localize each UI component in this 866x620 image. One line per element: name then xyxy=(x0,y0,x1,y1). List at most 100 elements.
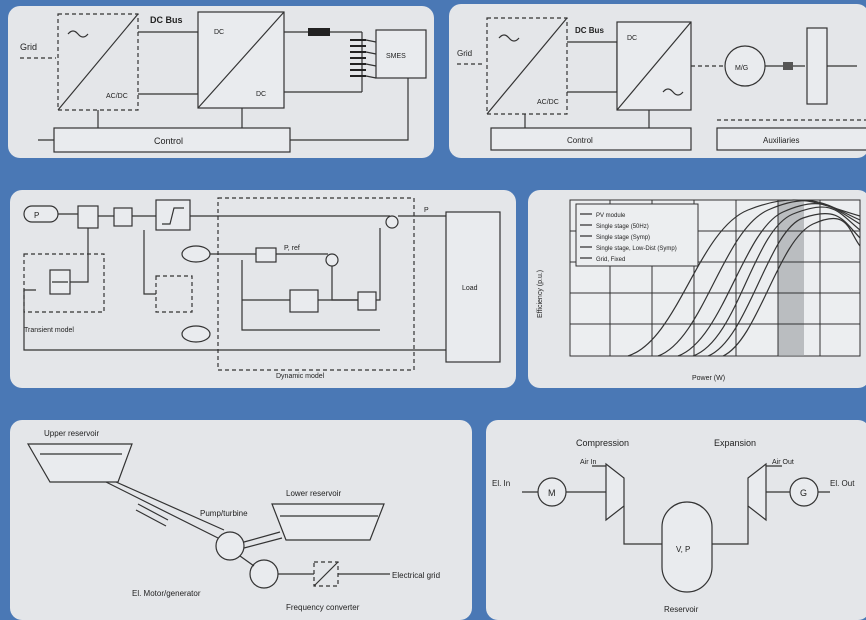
compressor xyxy=(605,462,625,522)
caes-panel: Compression Expansion El. In M Air In V,… xyxy=(486,420,866,620)
legend-entry: PV module xyxy=(596,213,626,219)
reservoir-label: Reservoir xyxy=(664,605,699,614)
pcs-label: P, ref xyxy=(284,245,300,252)
inverter-top-label: DC xyxy=(627,35,637,42)
pump-turbine xyxy=(215,531,245,561)
highlight-band xyxy=(778,200,804,356)
expansion-label: Expansion xyxy=(714,438,756,448)
flow-arrows xyxy=(135,503,169,527)
transient-model-frame xyxy=(23,253,105,313)
frequency-converter-label: Frequency converter xyxy=(286,603,360,612)
feedback-2 xyxy=(376,228,381,301)
legend-entry: Single stage (Symp) xyxy=(596,235,650,241)
air-in-label: Air In xyxy=(580,459,596,466)
dcdc-top-label: DC xyxy=(214,29,224,36)
upper-reservoir xyxy=(26,443,133,483)
coupling-icon xyxy=(783,62,793,70)
sum-block-1 xyxy=(77,205,99,229)
ac-wave-icon xyxy=(498,34,520,42)
legend-lines xyxy=(580,213,592,259)
pumped-hydro-panel: Upper reservoir Pump/turbine Lower reser… xyxy=(10,420,472,620)
ac-wave-icon xyxy=(67,30,89,38)
el-in-label: El. In xyxy=(492,479,510,488)
fuse-block xyxy=(308,28,330,36)
motor-generator xyxy=(249,559,279,589)
control-label: Control xyxy=(154,136,183,146)
pi-block xyxy=(289,289,319,313)
x-axis-label: Power (W) xyxy=(692,375,725,382)
measure-node-1 xyxy=(181,245,211,263)
inverter-wave-icon xyxy=(662,88,684,96)
generator-symbol: G xyxy=(800,488,807,498)
acdc-converter xyxy=(486,17,568,115)
feedback-bus xyxy=(23,289,446,351)
output-label: P xyxy=(424,207,429,214)
legend-entry: Grid, Fixed xyxy=(596,257,625,263)
rate-limiter-block xyxy=(155,199,191,231)
smes-coil-icon xyxy=(350,39,366,77)
dynamic-model-frame xyxy=(217,197,415,371)
smes-diagram: Grid AC/DC DC Bus DC DC SMES Control xyxy=(20,11,427,153)
acdc-diagonal xyxy=(57,13,139,111)
legend-entry: Single stage, Low-Dist (Symp) xyxy=(596,246,677,252)
upper-reservoir-label: Upper reservoir xyxy=(44,429,99,438)
converter-diagonal xyxy=(313,561,339,587)
curve-3 xyxy=(677,203,861,357)
tailrace xyxy=(243,531,283,549)
air-out-label: Air Out xyxy=(772,459,794,466)
smes-label: SMES xyxy=(386,53,406,60)
shaft xyxy=(239,555,255,567)
setpoint-label: P xyxy=(34,211,39,220)
caes-diagram: Compression Expansion El. In M Air In V,… xyxy=(492,438,855,614)
control-block xyxy=(490,127,692,151)
auxiliaries-label: Auxiliaries xyxy=(763,136,799,145)
acdc-label: AC/DC xyxy=(106,93,128,100)
control-model-diagram: P P Load Transient model P, ref xyxy=(23,197,501,380)
lower-reservoir xyxy=(271,503,385,541)
feedback-1 xyxy=(70,228,89,283)
control-model-panel: P P Load Transient model P, ref xyxy=(10,190,516,388)
motor-generator-label: El. Motor/generator xyxy=(132,589,201,598)
flywheel-rotor xyxy=(806,27,828,105)
lower-reservoir-label: Lower reservoir xyxy=(286,489,341,498)
sum-node-2 xyxy=(325,253,339,267)
saturation-block xyxy=(155,275,193,313)
flywheel-diagram-panel: Grid AC/DC DC Bus DC M/G Control Auxilia… xyxy=(449,4,866,158)
load-block xyxy=(445,211,501,363)
legend-box xyxy=(575,203,699,267)
dc-bus-label: DC Bus xyxy=(575,26,604,35)
compression-label: Compression xyxy=(576,438,629,448)
control-link-3 xyxy=(290,78,409,141)
motor-label: M/G xyxy=(735,65,748,72)
legend-entry: Single stage (50Hz) xyxy=(596,224,649,230)
grid-label: Grid xyxy=(457,49,472,58)
curve-4 xyxy=(692,206,861,357)
motor-symbol: M xyxy=(548,488,556,498)
acdc-label: AC/DC xyxy=(537,99,559,106)
sum-node-out xyxy=(385,215,399,229)
electrical-grid-label: Electrical grid xyxy=(392,571,440,580)
integrator-block xyxy=(357,291,377,311)
grid-label: Grid xyxy=(20,42,37,52)
el-out-label: El. Out xyxy=(830,479,855,488)
y-axis-label: Efficiency (p.u.) xyxy=(537,270,544,318)
dc-bus-label: DC Bus xyxy=(150,15,183,25)
turbine-inlet xyxy=(712,506,749,545)
pump-turbine-label: Pump/turbine xyxy=(200,509,248,518)
limiter-curve xyxy=(162,207,184,225)
inverter-diagonal xyxy=(616,21,692,111)
setpoint-source xyxy=(23,205,59,223)
expander xyxy=(747,462,767,522)
acdc-converter xyxy=(57,13,139,111)
gain-block xyxy=(113,207,133,227)
transient-label: Transient model xyxy=(24,327,74,334)
control-block xyxy=(53,127,291,153)
dcdc-bottom-label: DC xyxy=(256,91,266,98)
compressor-outlet xyxy=(623,506,662,545)
signal-5 xyxy=(143,230,156,295)
measure-node-2 xyxy=(181,325,211,343)
flywheel-diagram: Grid AC/DC DC Bus DC M/G Control Auxilia… xyxy=(457,17,866,151)
curve-6 xyxy=(722,217,861,357)
control-label: Control xyxy=(567,136,593,145)
efficiency-chart-panel: PV module Single stage (50Hz) Single sta… xyxy=(528,190,866,388)
